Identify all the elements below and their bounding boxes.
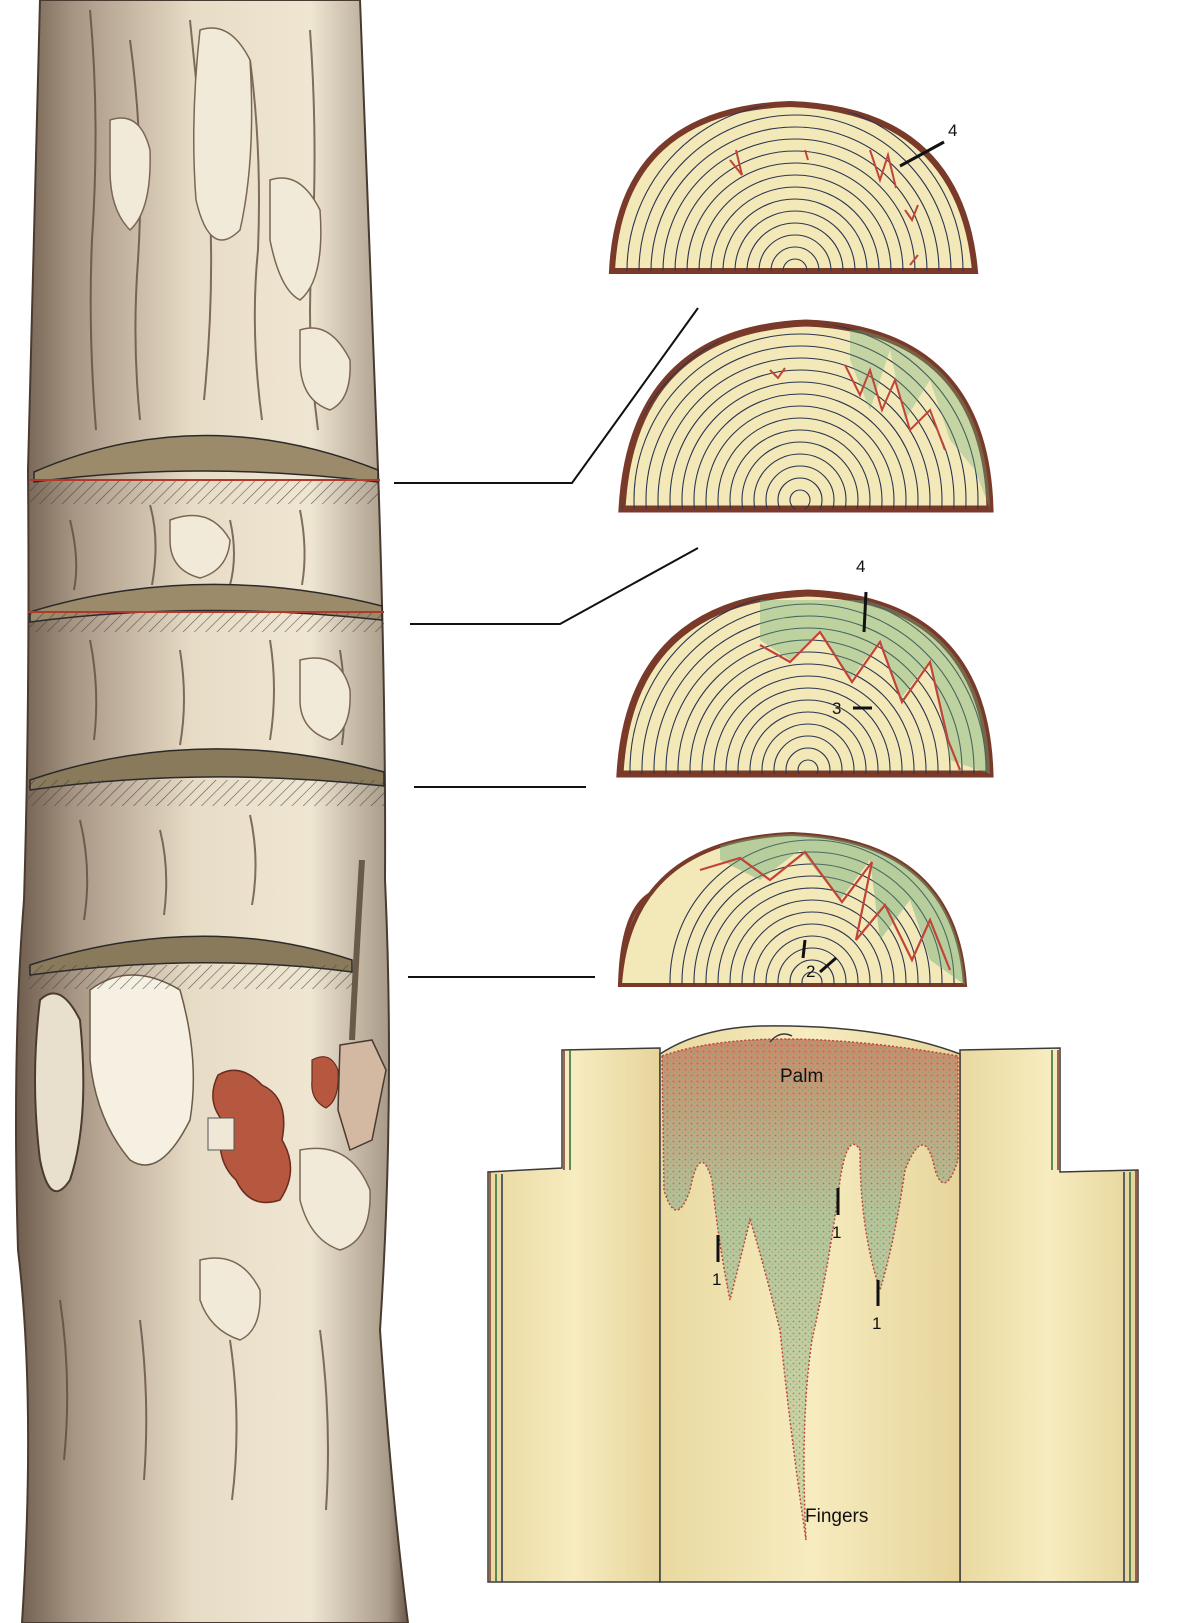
label-4-disk-1: 4 [948, 121, 957, 140]
marker-line-disk-4-a [803, 940, 805, 958]
label-palm: Palm [780, 1066, 823, 1087]
wood-chip [208, 1118, 234, 1150]
leader-line-2 [410, 548, 698, 624]
label-4-disk-3: 4 [856, 557, 865, 576]
label-1-c: 1 [872, 1314, 881, 1333]
label-1-b: 1 [832, 1223, 841, 1242]
longitudinal-section: Palm Fingers 1 1 1 [488, 1026, 1138, 1582]
tree-trunk [16, 0, 408, 1623]
label-fingers: Fingers [805, 1506, 868, 1527]
label-3-disk-3: 3 [832, 699, 841, 718]
label-1-a: 1 [712, 1270, 721, 1289]
conk-lower [35, 993, 83, 1191]
trunk-body [16, 0, 408, 1623]
label-2-disk-4: 2 [806, 962, 815, 981]
marker-line-disk-3-top [864, 592, 866, 632]
section-outer-slabs [488, 1048, 660, 1582]
